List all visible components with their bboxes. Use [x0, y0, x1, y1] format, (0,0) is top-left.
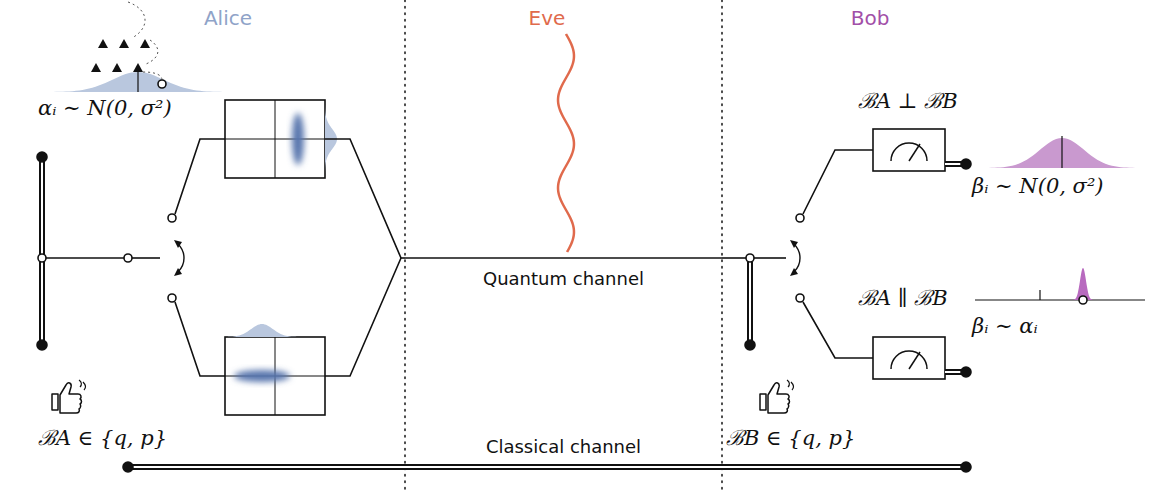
- switch-arrow: [178, 244, 184, 272]
- party-region: Bob: [722, 0, 1163, 494]
- switch-bar: [747, 262, 753, 345]
- party-region: Eve: [405, 0, 722, 494]
- meter-arc: [891, 351, 927, 369]
- party-name: Bob: [851, 6, 890, 30]
- hand-outline: [52, 383, 82, 413]
- optical-path: [325, 139, 401, 258]
- meter-needle: [909, 144, 920, 161]
- party-name: Alice: [204, 6, 252, 30]
- sample-triangle: [140, 39, 150, 48]
- switch-contact: [796, 214, 804, 222]
- math-label: ℬA ⊥ ℬB: [858, 86, 958, 114]
- meter-arc: [891, 143, 927, 161]
- arrow-head: [174, 240, 182, 276]
- quantum-channel-line: [722, 257, 746, 259]
- terminal-dot: [961, 159, 971, 169]
- quantum-channel-line: [401, 257, 405, 259]
- terminal-dot: [961, 462, 971, 472]
- optical-path: [325, 258, 401, 376]
- switch-blade: [45, 257, 124, 259]
- sample-triangle: [133, 63, 143, 72]
- phase-space-box: [225, 100, 325, 178]
- pivot: [38, 254, 46, 262]
- terminal-dot: [37, 152, 47, 162]
- arrow-head: [790, 240, 798, 276]
- axis-tick: [137, 70, 138, 92]
- math-label: αᵢ ∼ N(0, σ²): [38, 96, 172, 120]
- switch-arrow: [794, 244, 800, 272]
- terminal-dot: [37, 340, 47, 350]
- hand-icon: [52, 380, 85, 413]
- hand-outline: [760, 383, 790, 413]
- classical-channel-line-inner: [128, 466, 405, 468]
- switch-blade: [754, 257, 786, 259]
- separator-line: [721, 0, 723, 494]
- sample-path: [146, 40, 158, 64]
- optical-path: [175, 139, 225, 214]
- switch-pivot: [746, 254, 754, 262]
- terminal-dot: [745, 340, 755, 350]
- switch-contact: [168, 294, 176, 302]
- switch-contact: [796, 294, 804, 302]
- meter-needle: [909, 352, 920, 369]
- axis-tick: [1061, 136, 1062, 168]
- terminal-dot: [961, 367, 971, 377]
- party-name: Eve: [529, 6, 566, 30]
- switch-contact: [168, 214, 176, 222]
- switch-pivot: [124, 254, 132, 262]
- switch-bar-inner: [41, 157, 43, 345]
- motion-mark: [79, 380, 85, 390]
- hand-icon: [760, 380, 793, 413]
- squeezed-state: [292, 113, 304, 165]
- optical-path: [803, 302, 873, 358]
- party-region: Alice: [0, 0, 405, 494]
- switch-bar: [39, 157, 45, 345]
- eavesdropper-wave: [558, 34, 574, 252]
- axis-tick: [1039, 290, 1040, 300]
- optical-path: [175, 302, 225, 376]
- sample-point: [158, 80, 166, 88]
- sample-triangle: [98, 39, 108, 48]
- axis-line: [975, 299, 1145, 300]
- math-label: ℬB ∈ {q, p}: [726, 423, 855, 451]
- connector-line: [405, 257, 722, 259]
- separator-line: [404, 0, 406, 494]
- math-label: βᵢ ∼ αᵢ: [972, 314, 1038, 338]
- phase-space-box: [225, 337, 325, 415]
- classical-channel-line: [128, 464, 405, 470]
- motion-mark: [787, 380, 793, 390]
- math-label: βᵢ ∼ N(0, σ²): [972, 174, 1104, 198]
- detector-box: [873, 337, 945, 379]
- connector-inner: [405, 466, 722, 468]
- optical-path: [803, 150, 873, 214]
- quantum-channel: [405, 258, 722, 259]
- sample-path: [143, 72, 162, 80]
- sample-point: [1079, 296, 1087, 304]
- math-label: ℬA ∥ ℬB: [858, 283, 948, 311]
- math-label: ℬA ∈ {q, p}: [38, 423, 167, 451]
- terminal-dot: [123, 462, 133, 472]
- connector-line: [405, 464, 722, 470]
- marginal-distribution: [222, 324, 302, 337]
- switch-blade: [132, 257, 160, 259]
- classical-channel-line: [722, 464, 966, 470]
- sample-path: [128, 2, 145, 38]
- sample-triangle: [112, 63, 122, 72]
- channel-label: Classical channel: [483, 436, 644, 457]
- detector-box: [873, 129, 945, 171]
- classical-channel-line-inner: [722, 466, 966, 468]
- switch-bar-inner: [749, 262, 751, 345]
- classical-channel: [405, 467, 722, 468]
- sample-triangle: [119, 39, 129, 48]
- phase-axis: [275, 100, 276, 178]
- channel-label: Quantum channel: [480, 268, 647, 289]
- sample-triangle: [91, 63, 101, 72]
- squeezed-state: [234, 370, 290, 382]
